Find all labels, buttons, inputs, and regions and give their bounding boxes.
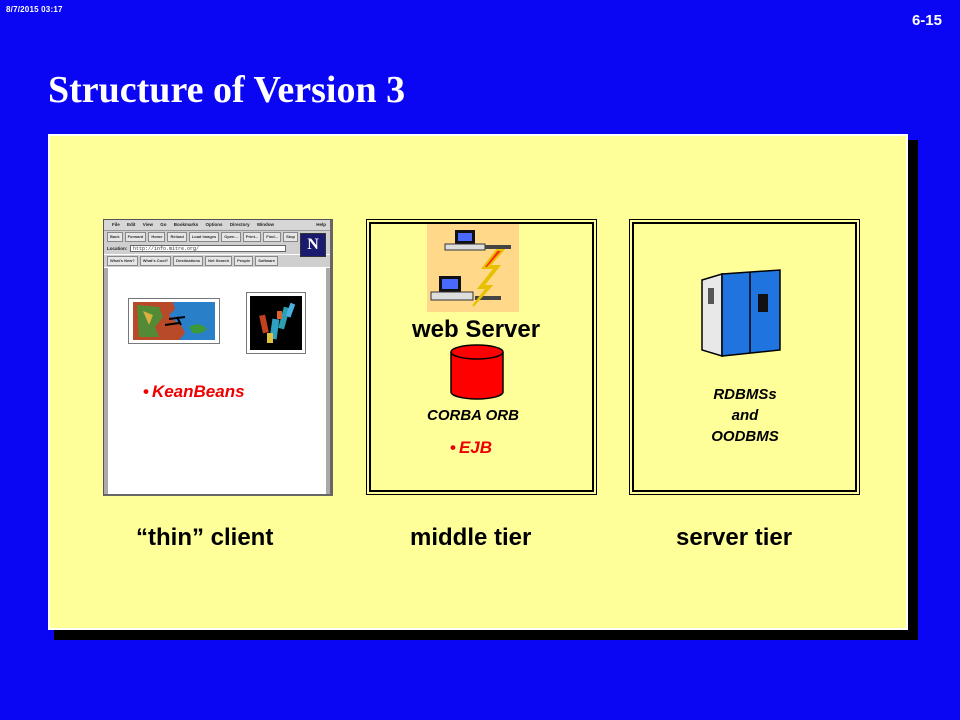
ejb-label: •EJB bbox=[450, 438, 492, 458]
toolbar-button: Open... bbox=[221, 232, 241, 242]
middle-tier-label: middle tier bbox=[410, 524, 532, 551]
map-thumbnail bbox=[128, 298, 220, 344]
server-cabinet-icon bbox=[700, 268, 784, 358]
location-label: Location: bbox=[107, 246, 128, 251]
computer-base-bottom bbox=[430, 291, 474, 301]
menu-item: File bbox=[112, 222, 120, 227]
browser-toolbar: Back Forward Home Reload Load Images Ope… bbox=[104, 231, 330, 243]
lightning-bolt-icon bbox=[472, 249, 506, 307]
cylinder-drawing bbox=[450, 344, 504, 400]
menu-item: Go bbox=[160, 222, 167, 227]
network-illustration bbox=[430, 230, 511, 307]
network-icon bbox=[427, 224, 519, 312]
bullet-icon: • bbox=[143, 382, 149, 401]
directory-button: Software bbox=[255, 256, 279, 266]
browser-menubar: File Edit View Go Bookmarks Options Dire… bbox=[104, 220, 330, 231]
database-cylinder-icon bbox=[450, 344, 504, 400]
server-tier-box bbox=[629, 219, 860, 495]
directory-button: Destinations bbox=[173, 256, 204, 266]
computer-screen-top bbox=[458, 233, 472, 241]
keanbeans-label: •KeanBeans bbox=[129, 376, 282, 408]
menu-item: Options bbox=[205, 222, 223, 227]
3d-model-thumbnail bbox=[246, 292, 306, 354]
map-highlight bbox=[143, 311, 153, 325]
middle-tier-box bbox=[366, 219, 597, 495]
computer-base-top bbox=[444, 243, 486, 251]
ejb-text: EJB bbox=[458, 438, 493, 457]
database-label-line: OODBMS bbox=[711, 428, 779, 445]
toolbar-button: Print... bbox=[242, 232, 262, 242]
menu-item: Help bbox=[316, 222, 326, 227]
toolbar-button: Back bbox=[107, 232, 123, 242]
server-cabinet-drawing bbox=[701, 269, 781, 358]
browser-scrollbar-vertical bbox=[326, 268, 330, 494]
menu-item: Edit bbox=[127, 222, 136, 227]
model-block bbox=[278, 306, 290, 330]
directory-button: People bbox=[234, 256, 254, 266]
toolbar-button: Forward bbox=[124, 232, 147, 242]
toolbar-button: Home bbox=[148, 232, 166, 242]
browser-directory-buttons: What's New? What's Cool? Destinations Ne… bbox=[104, 255, 330, 267]
corba-orb-label: CORBA ORB bbox=[427, 407, 519, 424]
cabinet-front bbox=[721, 269, 781, 357]
slide-title: Structure of Version 3 bbox=[48, 69, 406, 111]
3d-model-image bbox=[250, 296, 302, 350]
toolbar-button: Stop bbox=[283, 232, 298, 242]
cabinet-panel bbox=[758, 294, 768, 312]
toolbar-button: Find... bbox=[263, 232, 282, 242]
map-image bbox=[133, 302, 215, 340]
computer-screen-bottom bbox=[442, 279, 458, 289]
menu-item: View bbox=[142, 222, 153, 227]
model-block bbox=[277, 311, 282, 319]
model-block bbox=[267, 333, 273, 343]
slide-number: 6-15 bbox=[911, 12, 942, 29]
map-overlay-marks bbox=[164, 316, 186, 326]
cabinet-side bbox=[701, 272, 723, 358]
bullet-icon: • bbox=[450, 438, 456, 457]
cylinder-top bbox=[450, 344, 504, 360]
toolbar-button: Reload bbox=[167, 232, 187, 242]
netscape-logo: N bbox=[300, 233, 326, 257]
database-label-line: and bbox=[731, 407, 759, 424]
browser-window: File Edit View Go Bookmarks Options Dire… bbox=[103, 219, 333, 496]
database-label-line: RDBMSs bbox=[713, 386, 777, 403]
directory-button: Net Search bbox=[205, 256, 233, 266]
directory-button: What's New? bbox=[107, 256, 138, 266]
browser-location-bar: Location: http://info.mitre.org/ bbox=[104, 243, 330, 254]
toolbar-button: Load Images bbox=[188, 232, 220, 242]
keanbeans-text: KeanBeans bbox=[151, 382, 245, 401]
cylinder-body bbox=[450, 352, 504, 400]
cabinet-vent bbox=[708, 288, 714, 304]
slide-timestamp: 8/7/2015 03:17 bbox=[6, 5, 63, 14]
menu-item: Directory bbox=[229, 222, 250, 227]
menu-item: Window bbox=[256, 222, 275, 227]
web-server-label: web Server bbox=[412, 316, 541, 343]
directory-button: What's Cool? bbox=[139, 256, 172, 266]
browser-scrollbar-left bbox=[104, 268, 108, 494]
menu-item: Bookmarks bbox=[173, 222, 199, 227]
cable-top bbox=[485, 245, 511, 249]
map-cape bbox=[189, 324, 207, 334]
client-tier-label: “thin” client bbox=[136, 524, 274, 551]
database-label: RDBMSs and OODBMS bbox=[670, 384, 820, 447]
location-url: http://info.mitre.org/ bbox=[130, 245, 286, 252]
model-block bbox=[259, 314, 269, 334]
cable-bottom bbox=[475, 296, 501, 300]
server-tier-label: server tier bbox=[676, 524, 793, 551]
model-block bbox=[285, 302, 296, 318]
